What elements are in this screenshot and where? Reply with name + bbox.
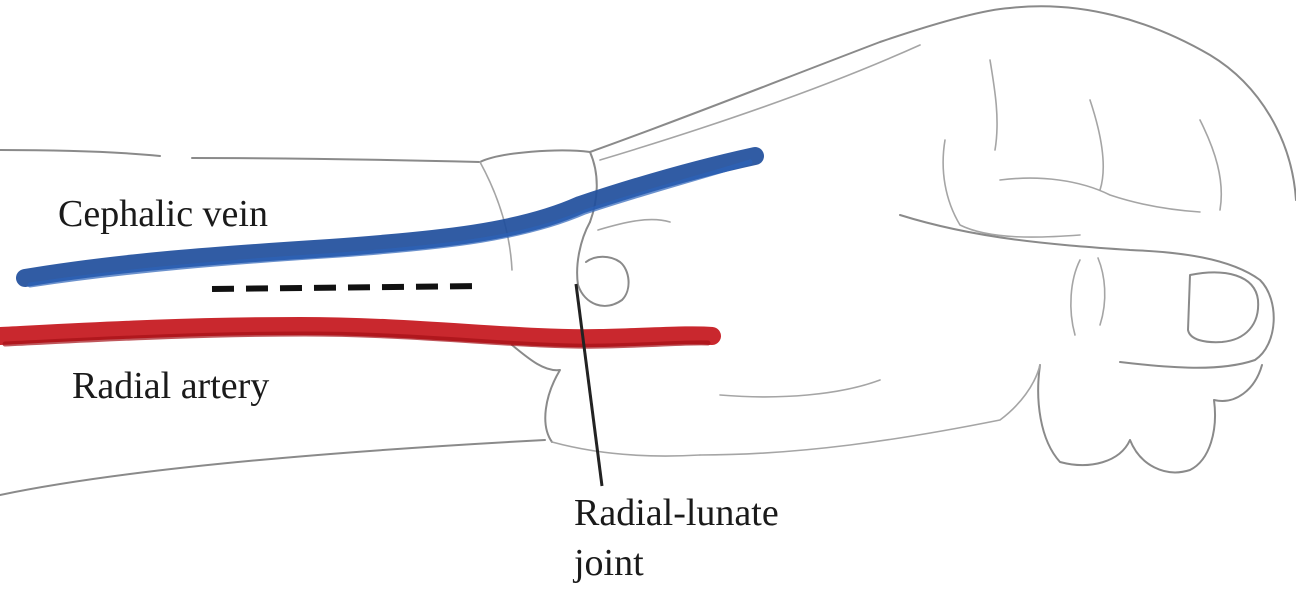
wrist-inner-outline <box>480 162 512 270</box>
forearm-upper-outline <box>0 150 160 156</box>
joint-leader-line <box>576 284 602 486</box>
radial-lunate-joint-label: Radial-lunate joint <box>574 488 779 588</box>
fist-knuckle-3 <box>1200 120 1221 210</box>
wrist-lower-contour <box>552 442 700 456</box>
fist-finger-fold-2 <box>1000 178 1200 212</box>
palm-crease <box>720 380 880 397</box>
joint-label-line1: Radial-lunate <box>574 488 779 538</box>
fist-finger-fold <box>943 140 1080 237</box>
cephalic-vein-label: Cephalic vein <box>58 192 268 236</box>
radial-artery-label: Radial artery <box>72 364 269 408</box>
palm-lower-outline <box>700 365 1040 455</box>
thumbnail <box>1188 272 1258 342</box>
fist-top-outline <box>1010 6 1296 200</box>
joint-curve <box>577 222 628 306</box>
incision-dashed-line <box>212 286 478 289</box>
fingers-lower-outline <box>1038 365 1262 472</box>
thumb-crease <box>1071 258 1105 335</box>
fist-knuckle-1 <box>990 60 997 150</box>
forearm-upper-outline-2 <box>192 158 480 162</box>
wrist-lower-bump <box>512 345 560 442</box>
fist-knuckle-2 <box>1090 100 1103 190</box>
thumb-outline <box>900 215 1274 368</box>
thenar-outline <box>598 220 670 230</box>
hand-dorsum-inner <box>600 45 920 160</box>
forearm-lower-outline <box>0 440 545 495</box>
hand-dorsum-outline <box>590 8 1010 152</box>
joint-label-line2: joint <box>574 538 779 588</box>
